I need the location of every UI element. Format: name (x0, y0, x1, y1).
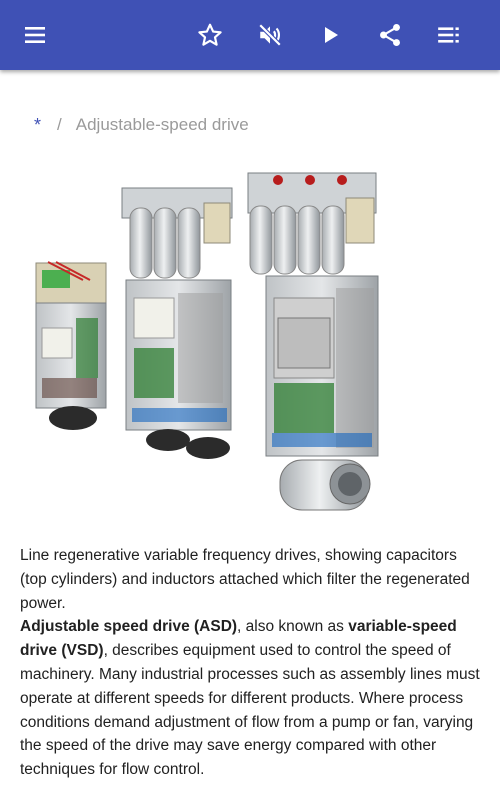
article-text: , also known as (237, 618, 349, 636)
mute-button[interactable] (250, 15, 290, 55)
menu-button[interactable] (15, 15, 55, 55)
list-icon (438, 27, 459, 43)
breadcrumb-separator: / (57, 115, 62, 134)
small-drive-unit (35, 261, 107, 430)
share-icon (380, 23, 400, 47)
drives-image[interactable] (28, 168, 388, 528)
article-paragraph: Adjustable speed drive (ASD), also known… (20, 615, 482, 782)
term-asd: Adjustable speed drive (ASD) (20, 618, 238, 636)
term-vsd: variable-speed drive (VSD) (20, 618, 457, 660)
play-button[interactable] (310, 15, 350, 55)
share-button[interactable] (370, 15, 410, 55)
breadcrumb-current: Adjustable-speed drive (75, 115, 249, 134)
large-drive-unit (247, 172, 379, 511)
play-icon (325, 27, 338, 43)
menu-icon (25, 27, 45, 43)
star-icon (198, 23, 222, 46)
mute-icon (258, 23, 282, 47)
variable-frequency-drives-photo (35, 172, 379, 511)
favorite-button[interactable] (190, 15, 230, 55)
article-text: , describes equipment used to control th… (20, 642, 480, 779)
image-caption: Line regenerative variable frequency dri… (20, 547, 470, 612)
app-bar (0, 0, 500, 70)
medium-drive-unit (121, 187, 233, 459)
article-body: Line regenerative variable frequency dri… (20, 544, 482, 782)
contents-button[interactable] (429, 15, 469, 55)
breadcrumb-home-link[interactable]: * (34, 114, 42, 135)
breadcrumb: * / Adjustable-speed drive (34, 113, 249, 137)
